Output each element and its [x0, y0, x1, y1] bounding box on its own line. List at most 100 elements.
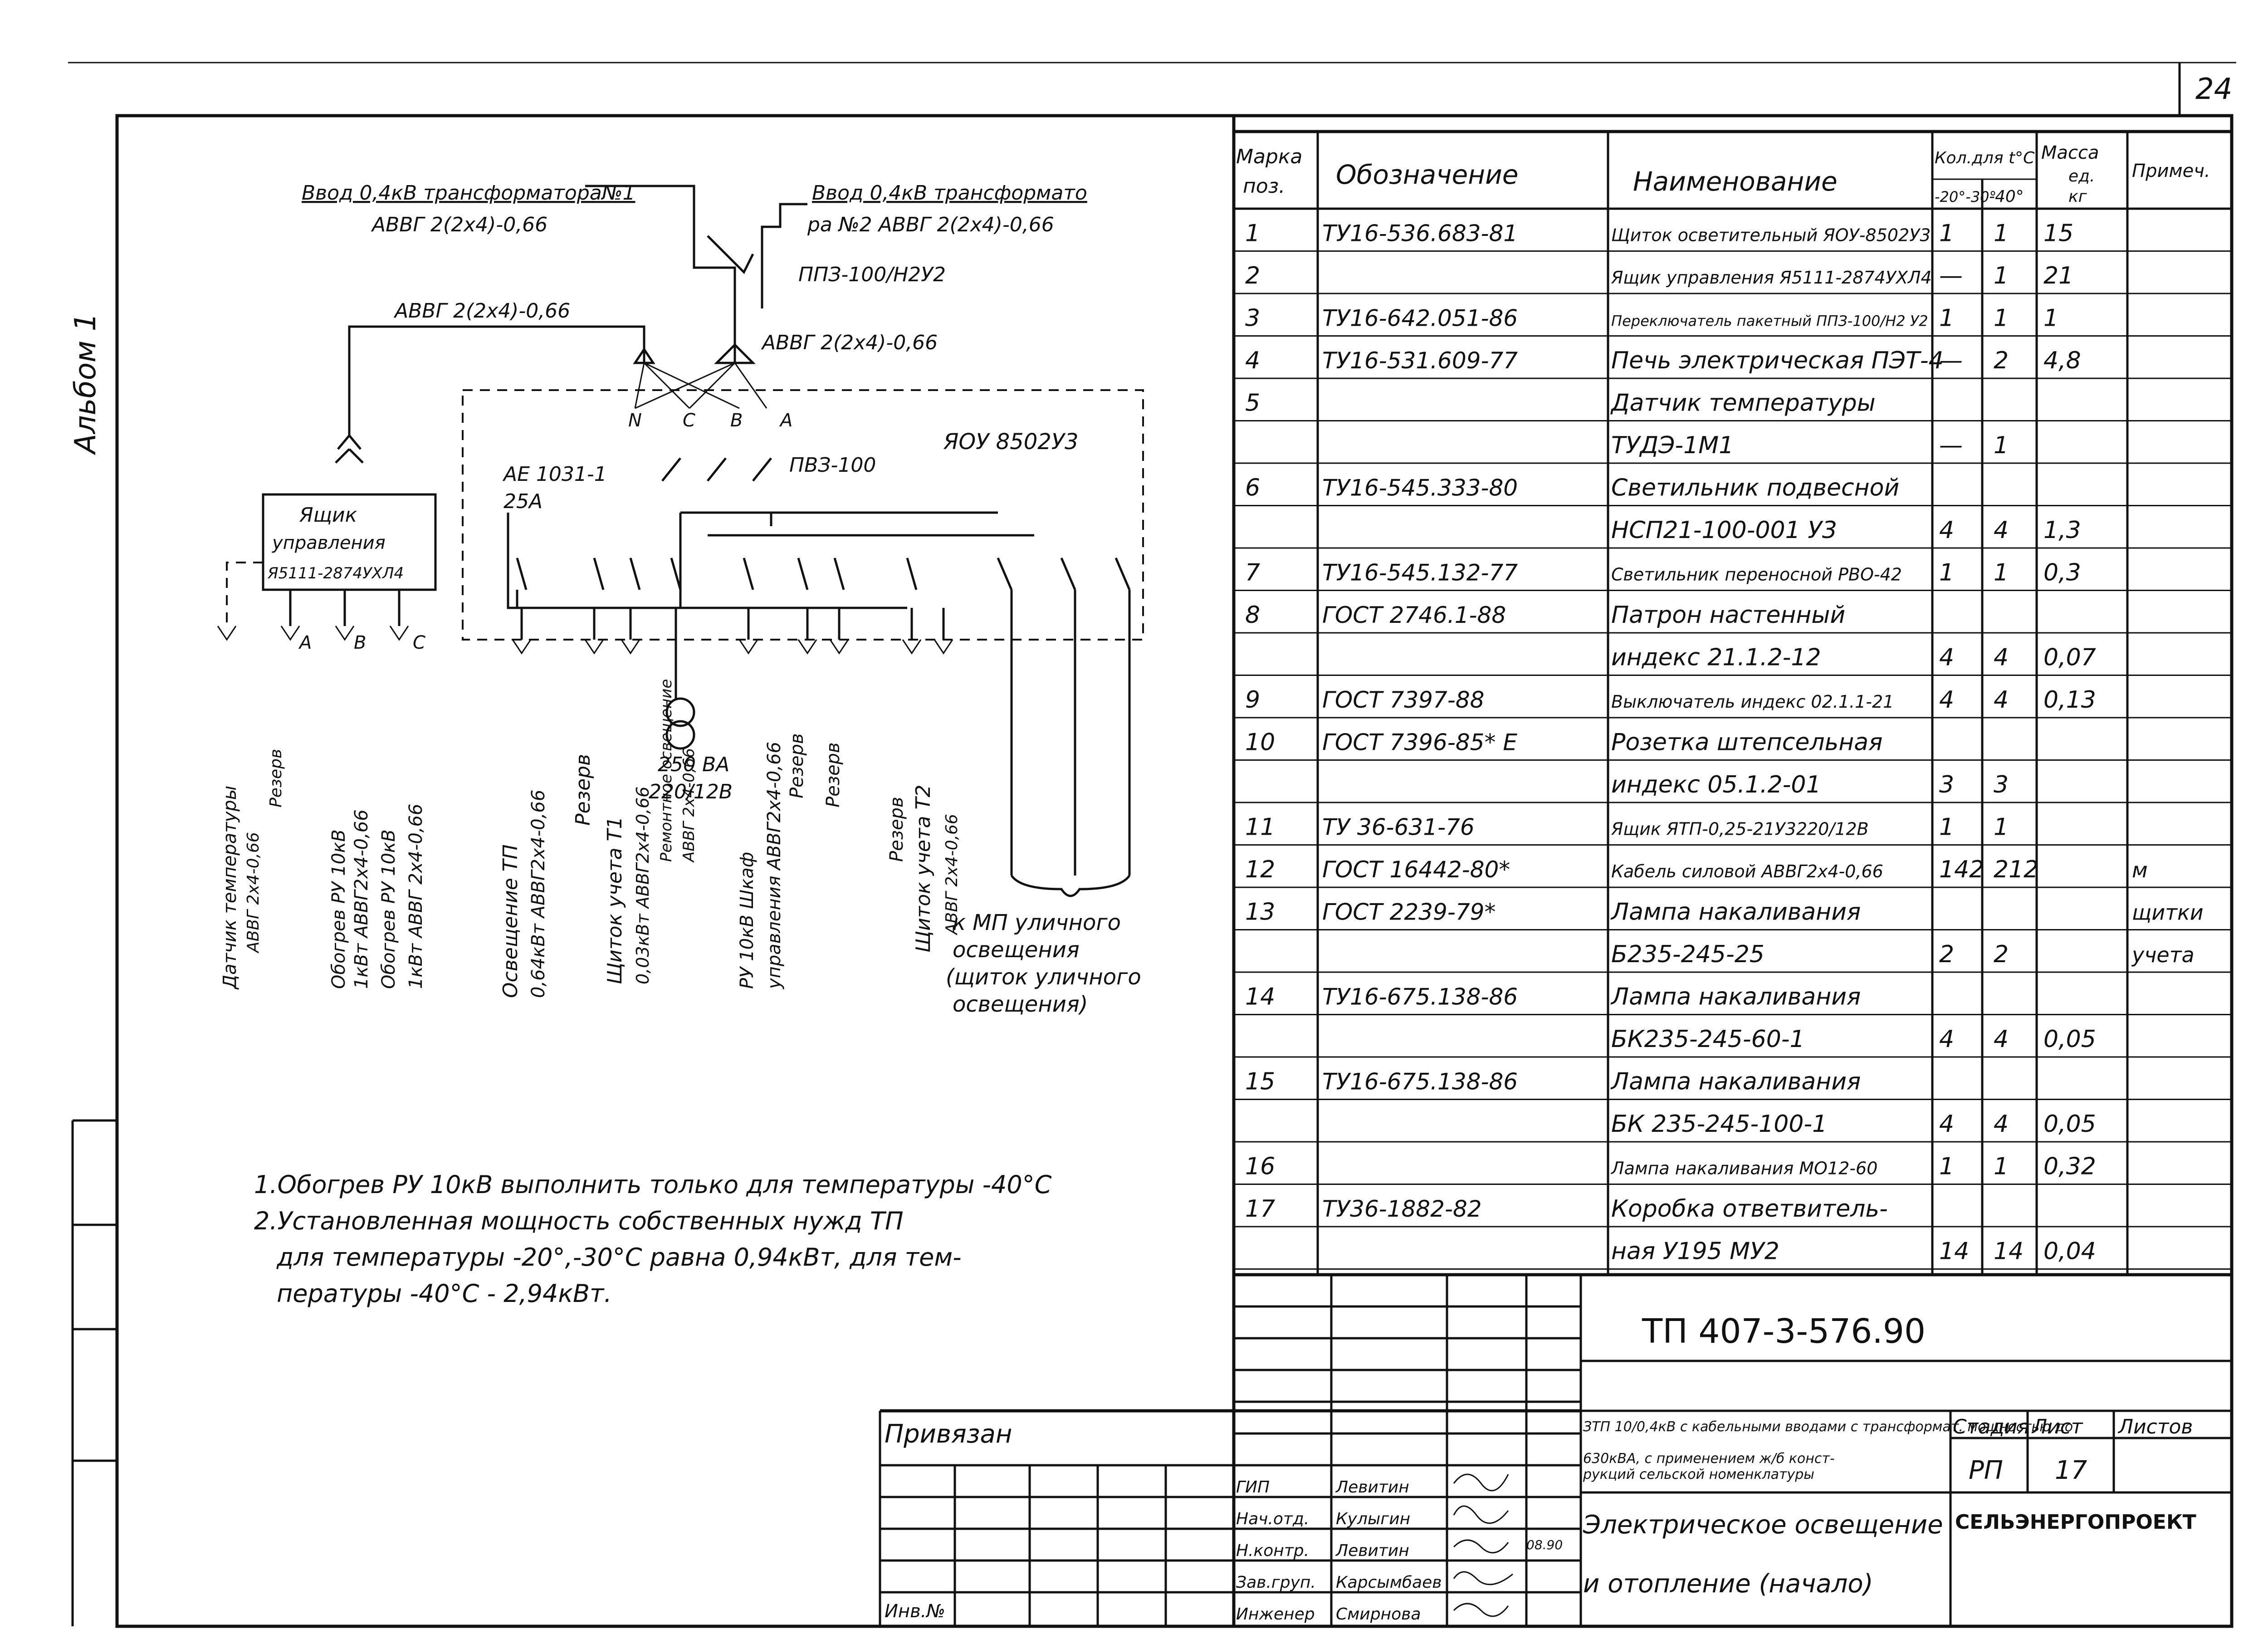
left-cable-line — [348, 325, 655, 435]
cell-name: Печь электрическая ПЭТ-4 — [1611, 347, 1944, 374]
header-mass-3: кг — [2068, 187, 2087, 206]
cell-name: Кабель силовой АВВГ2х4-0,66 — [1611, 861, 1883, 881]
box-output-arrows — [217, 626, 409, 641]
cell-designation: ТУ16-536.683-81 — [1322, 220, 1518, 247]
phase-b: B — [730, 410, 743, 431]
cell-q1: 1 — [1939, 1153, 1954, 1180]
table-row: ТУДЭ-1М1—1 — [1234, 432, 2232, 464]
staff-role: Нач.отд. — [1236, 1510, 1309, 1528]
cell-name: Розетка штепсельная — [1611, 729, 1882, 756]
cell-mass: 0,04 — [2043, 1238, 2096, 1265]
document-code: ТП 407-3-576.90 — [1642, 1312, 1926, 1351]
staff-name: Смирнова — [1336, 1605, 1421, 1624]
cell-q1: — — [1939, 262, 1963, 289]
staff-role: ГИП — [1236, 1478, 1270, 1497]
feeder-heat2-1: Обогрев РУ 10кВ — [378, 829, 399, 989]
cell-q2: 1 — [1994, 220, 2009, 247]
breaker-8 — [906, 558, 918, 590]
street-line4: освещения) — [953, 992, 1088, 1017]
sign-date: 08.90 — [1526, 1537, 1563, 1552]
feeder-light-2: 0,64кВт АВВГ2х4-0,66 — [528, 790, 549, 998]
staff-role: Инженер — [1236, 1605, 1315, 1624]
cell-mass: 15 — [2043, 220, 2073, 247]
cell-q2: 1 — [1994, 432, 2009, 459]
cell-pos: 13 — [1245, 899, 1275, 926]
table-columns — [1316, 132, 2129, 1275]
cell-mass: 0,05 — [2043, 1111, 2096, 1138]
breaker-11 — [1114, 558, 1131, 590]
cell-pos: 10 — [1245, 729, 1275, 756]
feeder-reserve-3: Резерв — [886, 797, 907, 862]
control-box-line1: Ящик — [299, 504, 357, 527]
cell-pos: 9 — [1245, 686, 1260, 714]
cell-note: учета — [2131, 943, 2195, 967]
cell-designation: ТУ16-545.333-80 — [1322, 475, 1518, 501]
cell-q1: 1 — [1939, 559, 1954, 587]
cell-q1: — — [1939, 347, 1963, 374]
street-line2: освещения — [953, 937, 1080, 963]
stage-grid — [1581, 1411, 2232, 1494]
input1-line — [585, 185, 736, 308]
cell-name: Щиток осветительный ЯОУ-8502У3 — [1611, 225, 1931, 245]
box-phase-b: В — [354, 632, 366, 653]
cell-mass: 0,07 — [2043, 644, 2096, 671]
cell-designation: ТУ16-675.138-86 — [1322, 1069, 1518, 1095]
feeder-repair-2: АВВГ 2х4-0,66 — [680, 748, 698, 863]
input2-cable: ра №2 АВВГ 2(2х4)-0,66 — [807, 213, 1054, 236]
header-qty-40: -40° — [1989, 187, 2024, 206]
cell-name: Б235-245-25 — [1611, 941, 1765, 968]
control-box-line3: Я5111-2874УХЛ4 — [267, 564, 404, 582]
cell-mass: 21 — [2043, 262, 2073, 289]
cell-pos: 7 — [1245, 559, 1260, 587]
sheet-number: 24 — [2195, 73, 2232, 106]
feeder-meter2-1: Щиток учета Т2 — [912, 785, 935, 953]
cell-designation: ГОСТ 7396-85* Е — [1322, 729, 1517, 756]
header-name: Наименование — [1633, 166, 1838, 197]
feeder-heat1-1: Обогрев РУ 10кВ — [328, 829, 349, 989]
cell-q1: 1 — [1939, 220, 1954, 247]
note-4: пературы -40°С - 2,94кВт. — [277, 1279, 612, 1308]
cell-q1: 1 — [1939, 814, 1954, 841]
cell-name: Выключатель индекс 02.1.1-21 — [1611, 692, 1894, 712]
feeder-light-1: Освещение ТП — [499, 844, 522, 998]
cell-designation: ТУ 36-631-76 — [1322, 814, 1475, 841]
pvz-switch — [661, 457, 772, 482]
cell-designation: ТУ16-675.138-86 — [1322, 984, 1518, 1010]
cell-q2: 2 — [1994, 347, 2009, 374]
cell-name: БК235-245-60-1 — [1611, 1026, 1805, 1053]
cell-q1: 4 — [1939, 1111, 1954, 1138]
busbars — [507, 511, 1034, 609]
cell-q1: — — [1939, 432, 1963, 459]
sensor-dashed-link — [226, 562, 263, 626]
feeder-heat1-2: 1кВт АВВГ2х4-0,66 — [351, 809, 372, 989]
phase-n: N — [628, 410, 642, 431]
header-qty: Кол.для t°С — [1935, 149, 2035, 167]
feeder-arrows — [512, 639, 953, 655]
cell-pos: 15 — [1245, 1068, 1275, 1096]
desc-line3: рукций сельской номенклатуры — [1583, 1467, 1814, 1482]
note-3: для температуры -20°,-30°С равна 0,94кВт… — [276, 1243, 962, 1272]
cell-q2: 2 — [1994, 941, 2009, 968]
input2-label: Ввод 0,4кВ трансформато — [812, 181, 1087, 205]
ae-label: АЕ 1031-1 — [502, 463, 607, 486]
box-phase-c: С — [413, 632, 425, 653]
input1-label: Ввод 0,4кВ трансформатора№1 — [302, 181, 635, 205]
cell-pos: 2 — [1245, 262, 1260, 289]
cell-designation: ГОСТ 7397-88 — [1322, 687, 1484, 713]
header-mass-2: ед. — [2068, 167, 2095, 186]
notes: 1.Обогрев РУ 10кВ выполнить только для т… — [254, 1170, 1052, 1308]
cell-name: БК 235-245-100-1 — [1611, 1111, 1827, 1138]
cell-pos: 16 — [1245, 1153, 1275, 1180]
